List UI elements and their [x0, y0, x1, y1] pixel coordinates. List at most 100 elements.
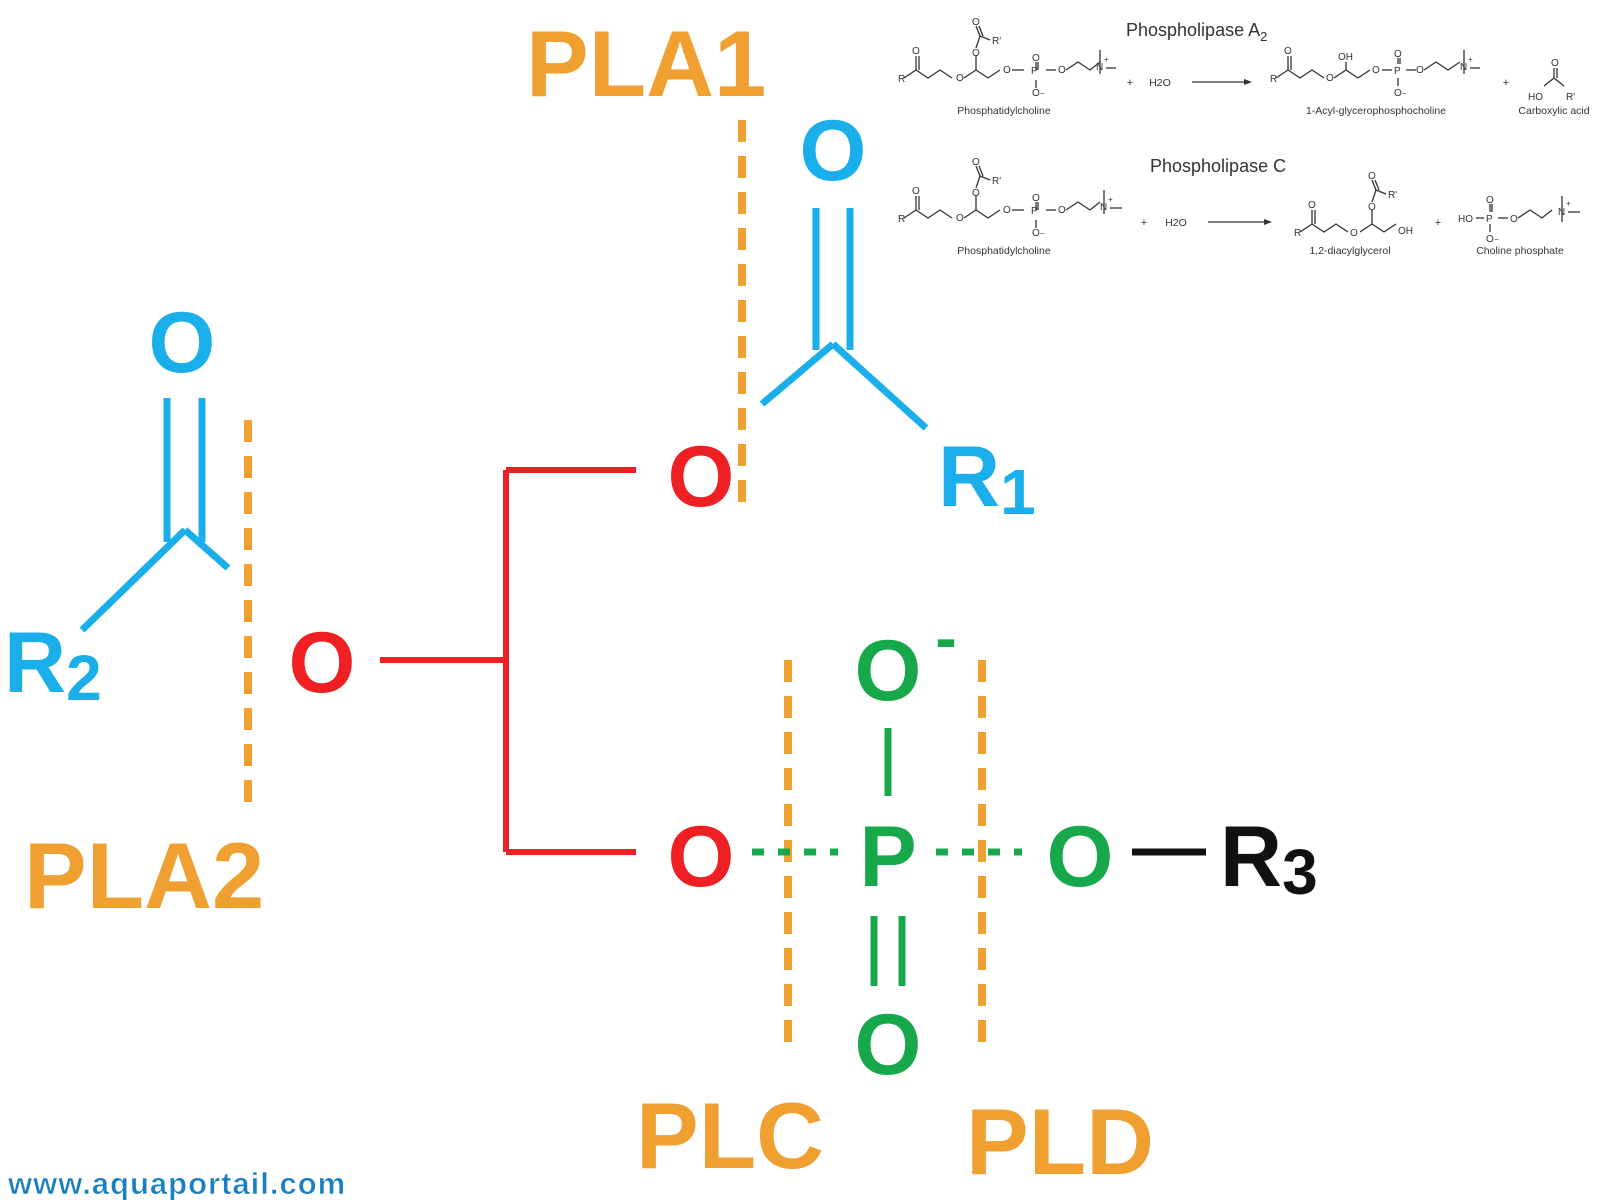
watermark: www.aquaportail.com	[7, 1166, 346, 1200]
carbonyl-oxygen-1: O	[800, 103, 867, 199]
svg-text:O: O	[956, 73, 964, 84]
a2-plus-2: +	[1503, 77, 1509, 89]
c-reactant-name: Phosphatidylcholine	[957, 245, 1051, 257]
c-arrow	[1208, 219, 1272, 225]
svg-text:O: O	[1058, 205, 1066, 216]
svg-text:OH: OH	[1338, 52, 1353, 63]
carbonyl-oxygen-2: O	[149, 295, 216, 391]
svg-text:O: O	[972, 48, 980, 59]
phosphate-oxygen-double: O	[855, 997, 922, 1093]
svg-text:N: N	[1460, 62, 1467, 73]
svg-text:N: N	[1100, 202, 1107, 213]
a2-product2-name: Carboxylic acid	[1518, 105, 1589, 117]
svg-text:O: O	[1372, 65, 1380, 76]
svg-text:N: N	[1558, 207, 1565, 218]
svg-text:R': R'	[992, 176, 1001, 187]
reaction-c-title: Phospholipase C	[1150, 156, 1286, 176]
svg-text:−: −	[1494, 235, 1499, 244]
svg-text:O: O	[912, 46, 920, 57]
svg-text:R': R'	[1388, 190, 1397, 201]
svg-text:O: O	[972, 188, 980, 199]
svg-text:O: O	[1551, 58, 1559, 69]
svg-text:R: R	[1294, 228, 1301, 239]
svg-text:O: O	[1394, 88, 1402, 99]
svg-text:+: +	[1566, 199, 1571, 208]
svg-text:HO: HO	[1458, 214, 1473, 225]
svg-text:R: R	[1270, 74, 1277, 85]
ester-oxygen-2: O	[289, 615, 356, 711]
svg-text:R': R'	[1566, 92, 1575, 103]
a2-reactant-atoms: R O O O O R' O P O O − O N +	[898, 17, 1109, 99]
svg-text:O: O	[1486, 195, 1494, 206]
svg-text:P: P	[1394, 66, 1401, 77]
svg-text:P: P	[1031, 66, 1038, 77]
svg-text:P: P	[1486, 214, 1493, 225]
phosphate-oxygen-minus: O	[855, 623, 922, 719]
a2-product2-atoms: HO O R'	[1528, 58, 1575, 103]
c-product1-atoms: R O O O O R' OH	[1294, 171, 1413, 239]
phosphate-oxygen-ester: O	[1047, 809, 1114, 905]
glycerol-phosphate-oxygen: O	[668, 809, 735, 905]
svg-text:R: R	[898, 214, 905, 225]
svg-text:O: O	[1003, 65, 1011, 76]
acyl-chain-2	[79, 398, 231, 633]
acyl-chain-1	[759, 208, 929, 431]
svg-text:−: −	[1402, 89, 1407, 98]
label-pla2: PLA2	[24, 823, 264, 928]
glycerol-backbone	[380, 467, 636, 855]
svg-text:O: O	[1486, 234, 1494, 245]
c-product1-name: 1,2-diacylglycerol	[1309, 245, 1390, 257]
c-reactant-atoms: R O O O O R' O P O O − O N +	[898, 157, 1113, 239]
svg-text:O: O	[1394, 49, 1402, 60]
svg-text:−: −	[1040, 89, 1045, 98]
ester-oxygen-1: O	[668, 429, 735, 525]
svg-text:O: O	[1003, 205, 1011, 216]
c-product2-name: Choline phosphate	[1476, 245, 1564, 257]
a2-reactant-structure	[903, 25, 1116, 88]
svg-text:O: O	[1032, 88, 1040, 99]
svg-text:OH: OH	[1398, 226, 1413, 237]
c-product2-structure	[1476, 196, 1580, 232]
a2-arrow	[1192, 79, 1252, 85]
a2-water: H2O	[1149, 77, 1171, 89]
negative-charge: -	[935, 602, 956, 674]
c-plus-1: +	[1141, 217, 1147, 229]
svg-text:O: O	[1416, 65, 1424, 76]
a2-product1-structure	[1275, 50, 1480, 86]
svg-text:O: O	[1368, 202, 1376, 213]
svg-text:+: +	[1104, 55, 1109, 64]
svg-text:O: O	[1510, 214, 1518, 225]
svg-text:O: O	[1032, 193, 1040, 204]
reaction-c: Phospholipase C R O O	[898, 156, 1580, 257]
svg-text:O: O	[1308, 200, 1316, 211]
a2-reactant-name: Phosphatidylcholine	[957, 105, 1051, 117]
svg-text:O: O	[956, 213, 964, 224]
a2-product2-structure	[1543, 68, 1565, 87]
c-plus-2: +	[1435, 217, 1441, 229]
c-reactant-structure	[903, 165, 1122, 228]
svg-text:O: O	[1326, 73, 1334, 84]
svg-text:O: O	[912, 186, 920, 197]
svg-text:−: −	[1040, 229, 1045, 238]
a2-product1-name: 1-Acyl-glycerophosphocholine	[1306, 105, 1446, 117]
label-plc: PLC	[636, 1083, 824, 1188]
c-water: H2O	[1165, 217, 1187, 229]
r3-group: R3	[1220, 809, 1318, 908]
svg-text:R: R	[898, 74, 905, 85]
a2-product1-atoms: R O O OH O P O O − O N +	[1270, 46, 1473, 99]
svg-text:O: O	[972, 157, 980, 168]
svg-text:O: O	[1284, 46, 1292, 57]
svg-text:O: O	[1032, 53, 1040, 64]
svg-text:O: O	[1368, 171, 1376, 182]
svg-text:O: O	[972, 17, 980, 28]
svg-text:HO: HO	[1528, 92, 1543, 103]
svg-text:N: N	[1096, 62, 1103, 73]
label-pld: PLD	[966, 1089, 1154, 1194]
c-product2-atoms: HO P O O − O N +	[1458, 195, 1571, 245]
svg-text:O: O	[1350, 228, 1358, 239]
r1-group: R1	[938, 429, 1036, 528]
reaction-a2-title: Phospholipase A2	[1126, 20, 1267, 44]
svg-text:+: +	[1108, 195, 1113, 204]
